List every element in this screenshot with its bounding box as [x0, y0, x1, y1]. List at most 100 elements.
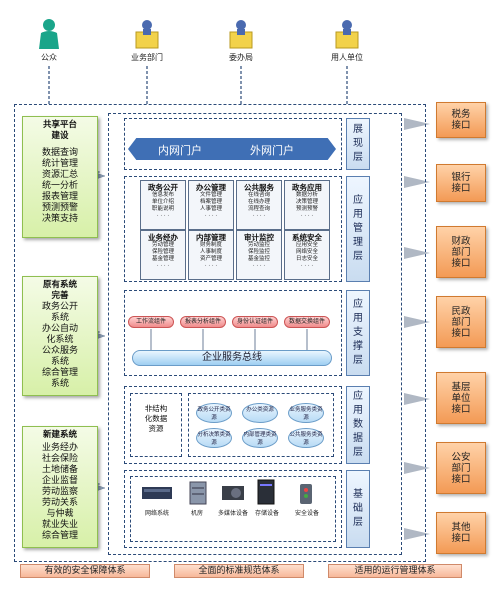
- module-box: 系统安全应用安全网络安全日志安全· · · ·: [284, 230, 330, 280]
- unstructured-box: [130, 393, 182, 457]
- app-data-layer: [124, 386, 342, 464]
- module-title: 系统安全: [292, 233, 322, 242]
- actor-label: 公众: [41, 53, 57, 62]
- data-resource: 内部管理类资源: [242, 428, 278, 448]
- portal-strip: [128, 138, 336, 160]
- panel-item: 公众服务: [41, 346, 78, 356]
- module-title: 审计监控: [244, 233, 274, 242]
- bus-label: 企业服务总线: [202, 352, 262, 363]
- data-resource: 业务服务类资源: [288, 403, 324, 423]
- layer-label-display: 展现层: [346, 118, 370, 170]
- panel-item: 政务公开: [41, 302, 78, 312]
- module-line: 网络安全: [295, 249, 318, 255]
- person-icon: [35, 18, 63, 50]
- layer-label-app-support: 应用支撑层: [346, 290, 370, 376]
- layer-label-text: 展现层: [353, 124, 363, 163]
- module-title: 政务公开: [148, 183, 178, 192]
- module-line: 职能说明: [151, 206, 174, 212]
- module-line: 劳动监控: [247, 242, 270, 248]
- component-pill: 身份认证组件: [232, 316, 278, 328]
- interface-box: 财政部门接口: [436, 226, 486, 278]
- module-more: · · · ·: [204, 213, 218, 219]
- module-title: 政务应用: [292, 183, 322, 192]
- actor-label: 业务部门: [131, 53, 163, 62]
- module-line: 档案管理: [199, 199, 222, 205]
- module-line: 数据分析: [295, 192, 318, 198]
- device-label: 存储设备: [254, 510, 279, 517]
- standards-system-bar: 全面的标准规范体系: [174, 564, 304, 578]
- panel-item: 就业失业: [41, 520, 78, 530]
- module-line: 流程查询: [247, 206, 270, 212]
- module-line: 劳动管理: [151, 242, 174, 248]
- component-pill: 报表分析组件: [180, 316, 226, 328]
- interface-box: 基层单位接口: [436, 372, 486, 424]
- panel-item: 土地储备: [41, 465, 78, 475]
- interface-label: 其他接口: [451, 522, 471, 544]
- panel-item: 报表管理: [41, 192, 78, 202]
- device-label: 网络系统: [144, 510, 169, 517]
- panel-item: 劳动关系: [41, 498, 78, 508]
- module-line: 保险监控: [247, 249, 270, 255]
- intranet-portal: 内网门户: [158, 144, 202, 157]
- module-more: · · · ·: [252, 213, 266, 219]
- device-label: 安全设备: [294, 510, 319, 517]
- module-more: · · · ·: [156, 213, 170, 219]
- panel-item: 综合管理: [41, 368, 78, 378]
- module-line: 信息发布: [151, 192, 174, 198]
- app-mgmt-layer: [124, 176, 342, 282]
- module-line: 日志安全: [295, 256, 318, 262]
- panel-title: 原有系统: [42, 280, 77, 290]
- layer-label-text: 应用管理层: [353, 195, 363, 262]
- server-rack-icon: [189, 481, 207, 505]
- operations-system-bar: 适用的运行管理体系: [328, 564, 462, 578]
- module-title: 办公管理: [196, 183, 226, 192]
- module-line: 人事制度: [199, 249, 222, 255]
- panel-item: 办公自动: [41, 324, 78, 334]
- module-line: 在线办理: [247, 199, 270, 205]
- module-line: 单位介绍: [151, 199, 174, 205]
- panel-item: 系统: [50, 313, 69, 323]
- actor-label: 用人单位: [331, 53, 363, 62]
- folder-person-icon: [133, 18, 161, 50]
- panel-item: 数据查询: [41, 148, 78, 158]
- module-line: 资产管理: [199, 256, 222, 262]
- module-title: 业务经办: [148, 233, 178, 242]
- panel-item: 统一分析: [41, 181, 78, 191]
- interface-box: 银行接口: [436, 164, 486, 202]
- base-layer: [124, 470, 342, 548]
- interface-label: 银行接口: [451, 172, 471, 194]
- module-line: 文件管理: [199, 192, 222, 198]
- panel-title: 建设: [51, 131, 69, 141]
- internet-portal: 外网门户: [250, 144, 294, 157]
- network-switch-icon: [142, 487, 172, 499]
- module-line: 应用安全: [295, 242, 318, 248]
- multimedia-icon: [222, 486, 244, 500]
- component-pill: 数据交换组件: [284, 316, 330, 328]
- db-group: [188, 393, 334, 457]
- module-box: 办公管理文件管理档案管理人事管理· · · ·: [188, 180, 234, 230]
- module-more: · · · ·: [300, 213, 314, 219]
- data-resource: 政务公开类资源: [196, 403, 232, 423]
- layer-label-app-mgmt: 应用管理层: [346, 176, 370, 282]
- module-box: 审计监控劳动监控保险监控基金监控· · · ·: [236, 230, 282, 280]
- module-title: 内部管理: [196, 233, 226, 242]
- display-layer: [124, 118, 342, 170]
- interface-box: 税务接口: [436, 102, 486, 138]
- device-group: [130, 476, 336, 542]
- layer-label-base: 基础层: [346, 470, 370, 548]
- interface-box: 其他接口: [436, 512, 486, 554]
- actor-label: 委办局: [229, 53, 253, 62]
- component-pill: 工作流组件: [128, 316, 174, 328]
- panel-item: 化系统: [46, 335, 74, 345]
- panel-item: 决策支持: [41, 214, 78, 224]
- module-title: 公共服务: [244, 183, 274, 192]
- panel-item: 企业监督: [41, 476, 78, 486]
- module-box: 业务经办劳动管理保险管理基金管理· · · ·: [140, 230, 186, 280]
- module-more: · · · ·: [252, 263, 266, 269]
- panel-item: 资源汇总: [41, 170, 78, 180]
- panel-item: 劳动监察: [41, 487, 78, 497]
- module-line: 人事管理: [199, 206, 222, 212]
- data-resource: 分析决策类资源: [196, 428, 232, 448]
- layer-label-app-data: 应用数据层: [346, 386, 370, 464]
